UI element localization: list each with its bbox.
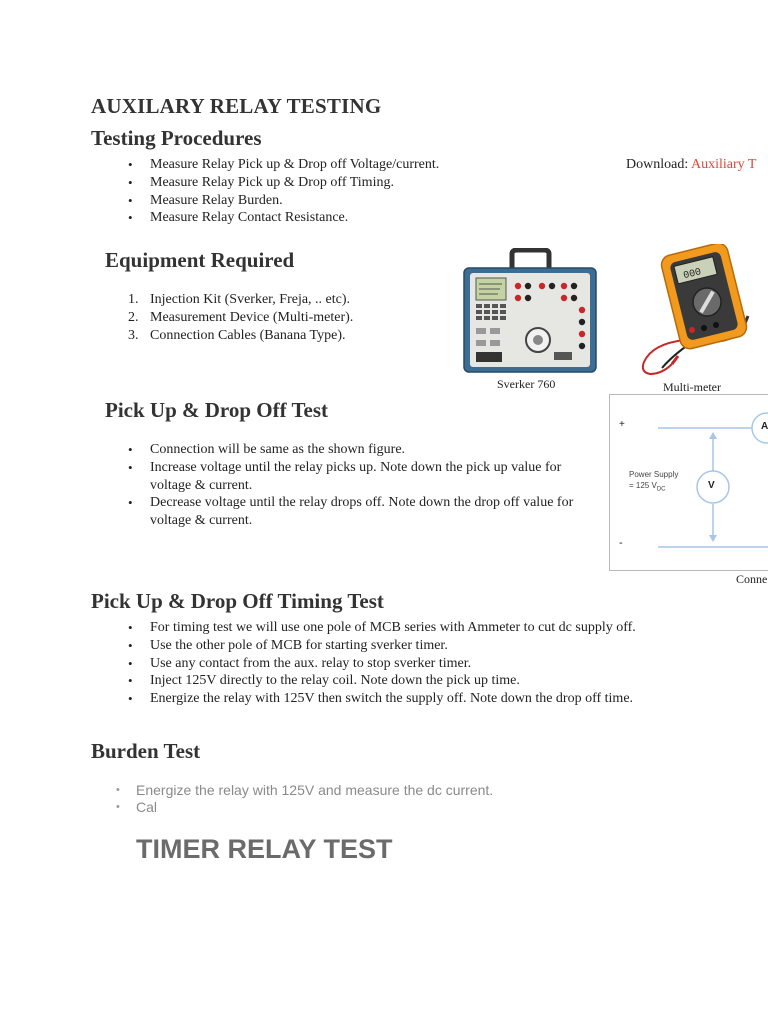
minus-terminal-label: - <box>619 537 623 549</box>
pickup-test-heading: Pick Up & Drop Off Test <box>105 398 329 422</box>
power-supply-label: Power Supply = 125 VDC <box>629 470 679 493</box>
burden-test-heading: Burden Test <box>91 739 201 763</box>
plus-terminal-label: + <box>619 419 625 430</box>
list-item: Cal <box>116 799 636 816</box>
multimeter-display: 000 <box>682 267 702 282</box>
testing-procedures-heading: Testing Procedures <box>91 126 262 150</box>
testing-procedures-list: Measure Relay Pick up & Drop off Voltage… <box>128 156 610 227</box>
equipment-list: 1.Injection Kit (Sverker, Freja, .. etc)… <box>128 291 450 344</box>
list-item: Inject 125V directly to the relay coil. … <box>128 672 750 690</box>
multimeter-caption: Multi-meter <box>663 380 721 394</box>
page-title: AUXILARY RELAY TESTING <box>91 94 382 118</box>
voltmeter-symbol: V <box>708 480 715 491</box>
connection-diagram: + - Power Supply = 125 VDC V A <box>609 394 768 571</box>
timing-test-list: For timing test we will use one pole of … <box>128 619 750 708</box>
sverker-760-image <box>463 248 597 373</box>
multimeter-image: 000 <box>641 244 750 376</box>
list-item: Measure Relay Contact Resistance. <box>128 209 610 227</box>
list-item: 3.Connection Cables (Banana Type). <box>128 327 346 343</box>
list-item: Decrease voltage until the relay drops o… <box>128 494 580 530</box>
list-item: Measure Relay Burden. <box>128 192 610 210</box>
burden-test-list: Energize the relay with 125V and measure… <box>116 782 636 816</box>
download-label: Download: <box>626 157 691 172</box>
list-item: Measure Relay Pick up & Drop off Timing. <box>128 174 610 192</box>
list-item: For timing test we will use one pole of … <box>128 619 750 637</box>
ammeter-symbol: A <box>761 421 768 432</box>
list-item: 2.Measurement Device (Multi-meter). <box>128 309 354 325</box>
download-link[interactable]: Auxiliary T <box>690 157 757 172</box>
list-item: Use the other pole of MCB for starting s… <box>128 637 750 655</box>
list-item: Use any contact from the aux. relay to s… <box>128 655 750 673</box>
timing-test-heading: Pick Up & Drop Off Timing Test <box>91 589 384 613</box>
list-item: 1.Injection Kit (Sverker, Freja, .. etc)… <box>128 292 351 307</box>
list-item: Energize the relay with 125V and measure… <box>116 782 636 799</box>
timer-relay-heading: TIMER RELAY TEST <box>136 834 393 864</box>
list-item: Connection will be same as the shown fig… <box>128 441 580 459</box>
diagram-caption: Conne <box>736 572 768 586</box>
equipment-heading: Equipment Required <box>105 248 295 272</box>
pickup-test-list: Connection will be same as the shown fig… <box>128 441 580 530</box>
list-item: Increase voltage until the relay picks u… <box>128 459 580 495</box>
list-item: Energize the relay with 125V then switch… <box>128 690 750 708</box>
sverker-caption: Sverker 760 <box>497 377 556 391</box>
download-line: Download: Auxiliary T <box>626 156 756 174</box>
list-item: Measure Relay Pick up & Drop off Voltage… <box>128 156 610 174</box>
